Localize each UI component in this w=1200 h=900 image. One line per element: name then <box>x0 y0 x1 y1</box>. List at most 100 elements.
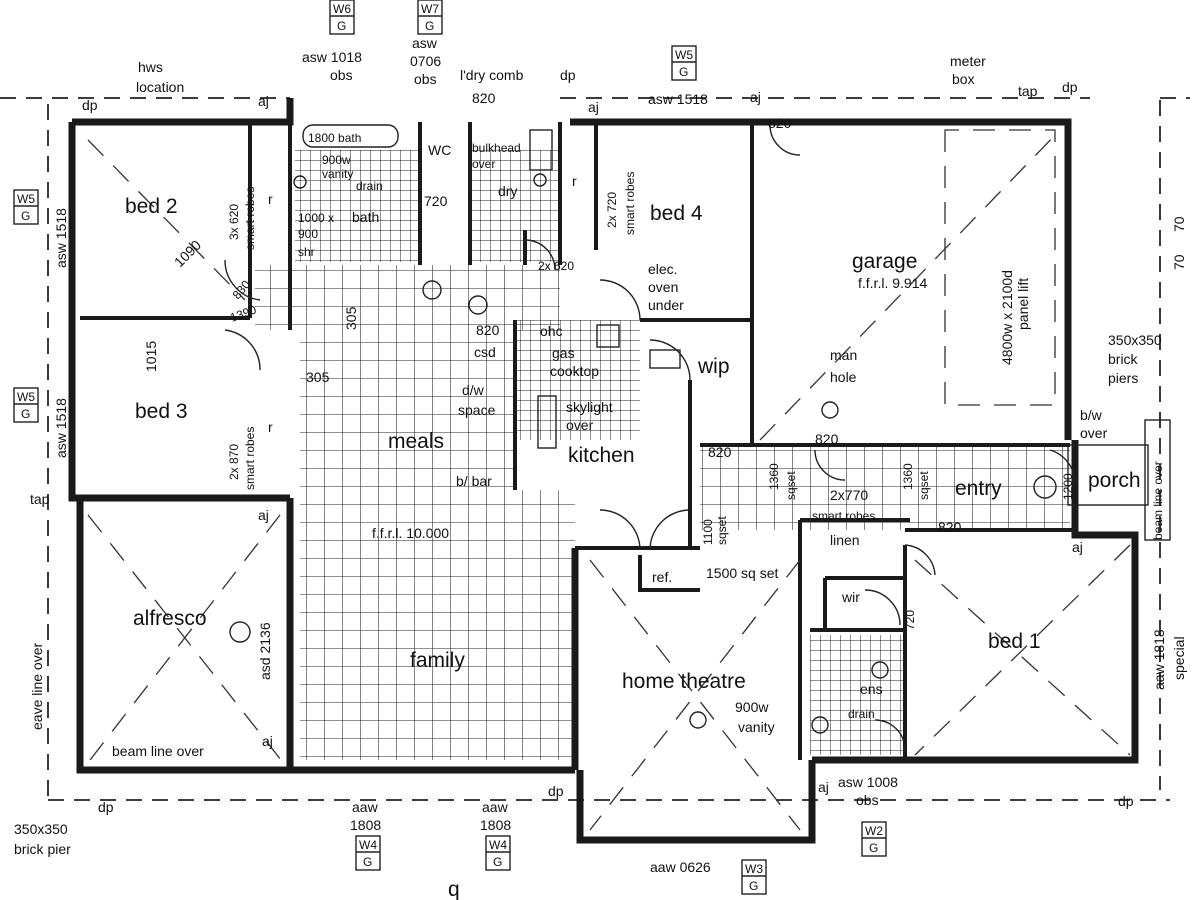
elec-oven-3: under <box>648 297 684 313</box>
door-820-a: 820 <box>476 322 500 338</box>
door-820-bed1: 820 <box>938 519 962 535</box>
aaw-0626: aaw 0626 <box>650 859 711 875</box>
vanity-1: 900w <box>322 153 351 167</box>
aaw-1818-special: special <box>1171 636 1187 680</box>
room-kitchen: kitchen <box>568 444 635 467</box>
door-820-b: 820 <box>472 90 496 106</box>
shower-1: 1000 x <box>298 211 334 225</box>
room-entry: entry <box>955 477 1002 500</box>
elec-oven-2: oven <box>648 279 678 295</box>
r-2: r <box>268 419 273 435</box>
svg-text:W4: W4 <box>359 838 377 852</box>
theatre-vanity-2: vanity <box>738 719 775 735</box>
tag-w5-left-a: W5G <box>13 189 39 225</box>
theatre-vanity-1: 900w <box>735 699 769 715</box>
aj-1: aj <box>258 93 269 109</box>
aaw-1808-b: aaw <box>482 799 509 815</box>
asw-1008: asw 1008 <box>838 774 898 790</box>
garage-ffrl: f.f.r.l. 9.914 <box>858 275 927 291</box>
dim-70-a: 70 <box>1171 216 1187 232</box>
tag-w5-top: W5G <box>671 45 697 81</box>
eave-lines <box>0 97 1190 801</box>
tag-w5-left-b: W5G <box>13 387 39 423</box>
svg-text:W5: W5 <box>17 192 35 206</box>
robes-770-lbl: smart robes <box>812 509 875 523</box>
bath-size: 1800 bath <box>308 131 361 145</box>
dim-1100: 1100 <box>701 519 715 545</box>
dim-1200: 1200 <box>1061 473 1075 500</box>
asw-1518-left: asw 1518 <box>53 208 69 268</box>
bulkhead-2: over <box>472 157 495 171</box>
bulkhead-1: bulkhead <box>472 141 521 155</box>
svg-text:G: G <box>749 879 758 893</box>
dp-4: dp <box>98 799 114 815</box>
dp-6: dp <box>1118 793 1134 809</box>
aj-2: aj <box>588 99 599 115</box>
room-home-theatre: home theatre <box>622 670 746 693</box>
dp-2: dp <box>560 67 576 83</box>
sqset-2: sqset <box>784 471 798 500</box>
dim-70-b: 70 <box>1171 254 1187 270</box>
asd-2136: asd 2136 <box>257 622 273 680</box>
asw-0706-2: 0706 <box>410 53 441 69</box>
aaw-1808-a: aaw <box>352 799 379 815</box>
asw-0706-obs: obs <box>414 71 437 87</box>
room-family: family <box>410 649 465 672</box>
svg-text:G: G <box>21 209 30 223</box>
manhole-line2: hole <box>830 369 857 385</box>
room-meals: meals <box>388 430 444 453</box>
svg-text:G: G <box>425 19 434 33</box>
room-bed4: bed 4 <box>650 202 703 225</box>
svg-text:W6: W6 <box>333 2 351 16</box>
door-2x620: 2x 620 <box>538 259 574 273</box>
diagonal-lines <box>87 129 1131 831</box>
cooktop-note: cooktop <box>550 363 599 379</box>
room-wc: WC <box>428 142 451 158</box>
dim-1390: 1390 <box>228 302 258 324</box>
dw-space-2: space <box>458 402 496 418</box>
pier-1: 350x350 <box>14 821 68 837</box>
robes-720-qty: 2x 720 <box>605 192 619 228</box>
meter-box-2: box <box>952 71 975 87</box>
door-820-entry: 820 <box>815 431 839 447</box>
svg-text:W4: W4 <box>489 838 507 852</box>
asw-1518-left2: asw 1518 <box>53 398 69 458</box>
robes-870-qty: 2x 870 <box>227 444 241 480</box>
room-linen: linen <box>830 532 860 548</box>
aj-4: aj <box>258 507 269 523</box>
svg-text:W5: W5 <box>675 48 693 62</box>
vanity-2: vanity <box>322 167 353 181</box>
r-3: r <box>572 173 577 189</box>
manhole-line1: man <box>830 347 857 363</box>
tiled-floor <box>255 150 1070 760</box>
room-dry: dry <box>498 183 517 199</box>
ohc-note: ohc <box>540 323 563 339</box>
bw-1: b/w <box>1080 407 1103 423</box>
svg-text:W7: W7 <box>421 2 439 16</box>
r-1: r <box>268 191 273 207</box>
ens-drain: drain <box>848 707 875 721</box>
tag-w4-a: W4G <box>355 835 381 871</box>
svg-text:G: G <box>493 855 502 869</box>
garage-door-type: panel lift <box>1015 278 1031 330</box>
svg-text:G: G <box>869 841 878 855</box>
room-garage: garage <box>852 250 917 273</box>
dp-1: dp <box>82 97 98 113</box>
room-ref: ref. <box>652 569 672 585</box>
robes-770-qty: 2x770 <box>830 487 868 503</box>
sqset-3: sqset <box>917 471 931 500</box>
room-ldry: l'dry comb <box>460 67 524 83</box>
elec-oven-1: elec. <box>648 261 678 277</box>
aj-3: aj <box>750 89 761 105</box>
aaw-1808-a-n: 1808 <box>350 817 381 833</box>
eave-line-left: eave line over <box>29 642 45 730</box>
room-bath: bath <box>352 209 379 225</box>
aaw-1808-b-n: 1808 <box>480 817 511 833</box>
dim-1360-a: 1360 <box>767 463 781 490</box>
section-q: q <box>448 878 460 900</box>
room-wip: wip <box>697 355 730 378</box>
svg-text:G: G <box>363 855 372 869</box>
tag-w6: W6G <box>329 0 355 35</box>
door-820-garage: 820 <box>768 115 792 131</box>
